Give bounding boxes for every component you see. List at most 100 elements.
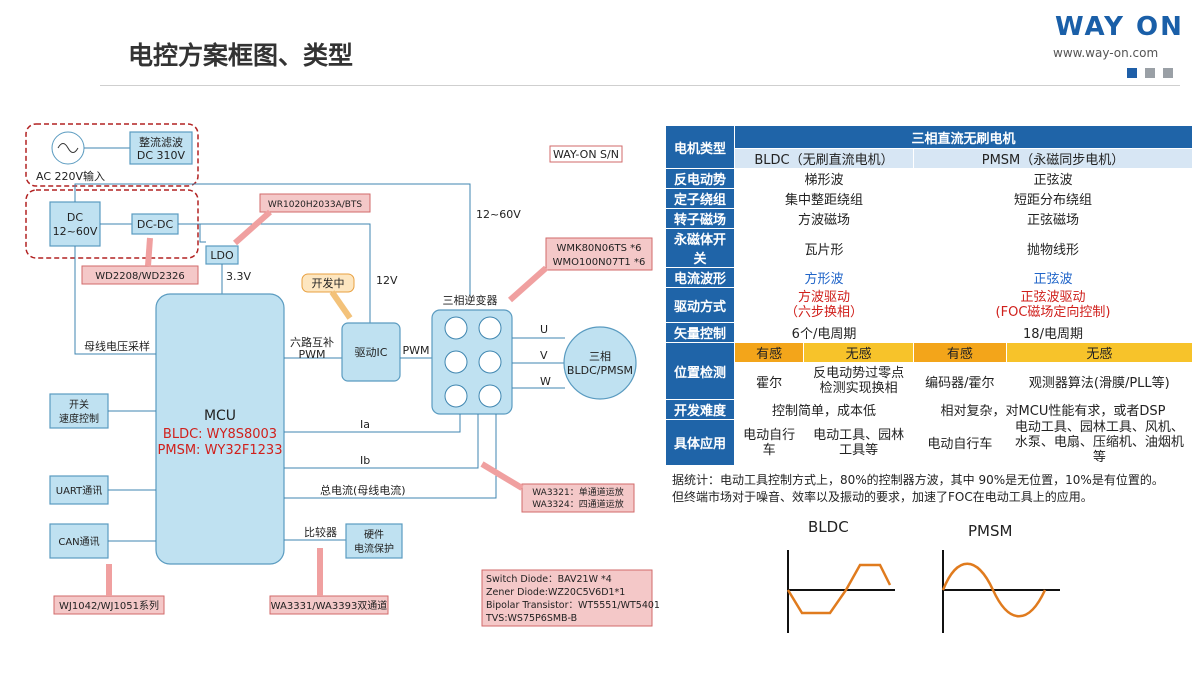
switch-block	[49, 393, 109, 429]
pos-bldc-sensed: 霍尔	[733, 362, 805, 400]
row-pmsm-1: 短距分布绕组	[913, 188, 1193, 209]
hw-protect-block	[345, 523, 403, 559]
sine-symbol	[57, 143, 79, 153]
bldc-wave-title: BLDC	[808, 518, 849, 536]
dc-label-2: 12~60V	[53, 225, 98, 238]
six-pwm-1: 六路互补	[290, 336, 334, 349]
mcu-bldc: BLDC: WY8S8003	[163, 427, 277, 442]
mcu-label: MCU	[204, 408, 236, 424]
parts-3: Bipolar Transistor：WT5551/WT5401	[486, 600, 660, 611]
wr-label: WR1020H2033A/BTS	[268, 200, 363, 210]
pwm-label: PWM	[402, 344, 429, 357]
ldo-label: LDO	[210, 249, 234, 262]
row-bldc-6: 6个/电周期	[734, 322, 914, 343]
statistics-note: 据统计：电动工具控制方式上，80%的控制器方波，其中 90%是无位置，10%是有…	[672, 473, 1164, 504]
dev-label: 开发中	[312, 276, 345, 290]
phase-u: U	[540, 323, 548, 336]
parts-2: Zener Diode:WZ20C5V6D1*1	[486, 587, 625, 598]
pos-bldc-sensorless: 反电动势过零点检测实现换相	[803, 362, 914, 400]
logo-square-3	[1163, 68, 1173, 78]
hw-protect-2: 电流保护	[354, 542, 394, 555]
parts-1: Switch Diode：BAV21W *4	[486, 574, 612, 585]
wa-amp-1: WA3321：单通道运放	[532, 486, 623, 498]
row-bldc-1: 集中整距绕组	[734, 188, 914, 209]
row-label-0: 反电动势	[665, 168, 735, 189]
motor-block	[563, 326, 637, 400]
can-label: CAN通讯	[58, 536, 99, 548]
bus-current-label: 总电流(母线电流)	[320, 483, 406, 497]
mos-label-1: WMK80N06TS *6	[557, 243, 642, 254]
row-label-3: 永磁体开关	[665, 228, 735, 268]
wayon-sn-box	[549, 145, 623, 163]
bldc-sensorless-head: 无感	[803, 342, 914, 363]
pmsm-sensorless-head: 无感	[1005, 342, 1194, 363]
motor-comparison-table: 电机类型 三相直流无刷电机 BLDC（无刷直流电机） PMSM（永磁同步电机） …	[665, 125, 1194, 466]
rectifier-label-1: 整流滤波	[139, 135, 183, 149]
switch-label-1: 开关	[69, 398, 89, 411]
wayon-sn: WAY-ON S/N	[553, 148, 619, 161]
pmsm-sine-line	[941, 562, 1047, 618]
wd-label: WD2208/WD2326	[95, 271, 184, 282]
row-label-4: 电流波形	[665, 267, 735, 288]
uart-label: UART通讯	[56, 485, 103, 497]
mosfet-array	[444, 316, 502, 408]
logo-square-2	[1145, 68, 1155, 78]
mcu-block	[155, 293, 285, 565]
comparator-label: 比较器	[304, 525, 337, 539]
pos-label: 位置检测	[665, 342, 735, 400]
wa-dual-label: WA3331/WA3393双通道	[271, 599, 388, 612]
mcu-pmsm: PMSM: WY32F1233	[158, 443, 283, 458]
bldc-trapezoid-line	[786, 563, 892, 615]
bldc-waveform	[786, 550, 895, 633]
wa-dual-callout	[269, 595, 389, 615]
row-bldc-2: 方波磁场	[734, 208, 914, 229]
mos-callout	[545, 237, 653, 271]
page-title: 电控方案框图、类型	[128, 41, 354, 70]
app-pmsm-sensorless: 电动工具、园林工具、风机、水泵、电扇、压缩机、油烟机等	[1005, 419, 1194, 466]
diff-bldc: 控制简单，成本低	[734, 399, 914, 420]
row-pmsm-4: 正弦波	[913, 267, 1193, 288]
row-bldc-0: 梯形波	[734, 168, 914, 189]
wd-callout	[81, 265, 199, 285]
group-head: 三相直流无刷电机	[734, 125, 1193, 149]
wa-amp-2: WA3324：四通道运放	[532, 498, 623, 510]
motor-label-1: 三相	[589, 350, 611, 363]
dc-region	[25, 189, 199, 259]
parts-box	[481, 569, 653, 627]
title-divider	[100, 85, 1180, 86]
motor-control-block-diagram: AC 220V输入 整流滤波 DC 310V DC 12~60V DC-DC L…	[25, 123, 660, 627]
phase-w: W	[540, 375, 551, 388]
diff-pmsm: 相对复杂，对MCU性能有求，或者DSP	[913, 399, 1193, 420]
logo-url: www.way-on.com	[1053, 46, 1159, 60]
row-bldc-3: 瓦片形	[734, 228, 914, 268]
rectifier-label-2: DC 310V	[137, 149, 186, 162]
six-pwm-2: PWM	[298, 348, 325, 361]
parts-4: TVS:WS75P6SMB-B	[485, 613, 577, 624]
rectifier-block	[129, 131, 193, 165]
pos-pmsm-sensorless: 观测器算法(滑膜/PLL等)	[1005, 362, 1194, 400]
pmsm-head: PMSM（永磁同步电机）	[913, 148, 1193, 169]
logo-square-1	[1127, 68, 1137, 78]
driver-ic-block	[341, 322, 401, 382]
app-bldc-sensed: 电动自行车	[733, 419, 805, 466]
dc-label-1: DC	[67, 211, 83, 224]
uart-block	[49, 475, 109, 505]
row-pmsm-0: 正弦波	[913, 168, 1193, 189]
row-label-6: 矢量控制	[665, 322, 735, 343]
wr-callout	[259, 193, 371, 213]
bldc-head: BLDC（无刷直流电机）	[734, 148, 914, 169]
dc-block	[49, 201, 101, 247]
pmsm-wave-title: PMSM	[968, 522, 1013, 540]
app-pmsm-sensed: 电动自行车	[913, 419, 1007, 466]
ac-region	[25, 123, 199, 187]
wj-label: WJ1042/WJ1051系列	[59, 599, 159, 612]
diff-label: 开发难度	[665, 399, 735, 420]
driver-ic-label: 驱动IC	[355, 346, 388, 359]
pmsm-sensed-head: 有感	[913, 342, 1007, 363]
row-pmsm-5: 正弦波驱动 (FOC磁场定向控制)	[913, 287, 1193, 323]
v12-60-label: 12~60V	[476, 208, 521, 221]
app-label: 具体应用	[665, 419, 735, 466]
row-bldc-5: 方波驱动 （六步换相）	[734, 287, 914, 323]
switch-label-2: 速度控制	[59, 412, 99, 425]
bldc-sensed-head: 有感	[733, 342, 805, 363]
